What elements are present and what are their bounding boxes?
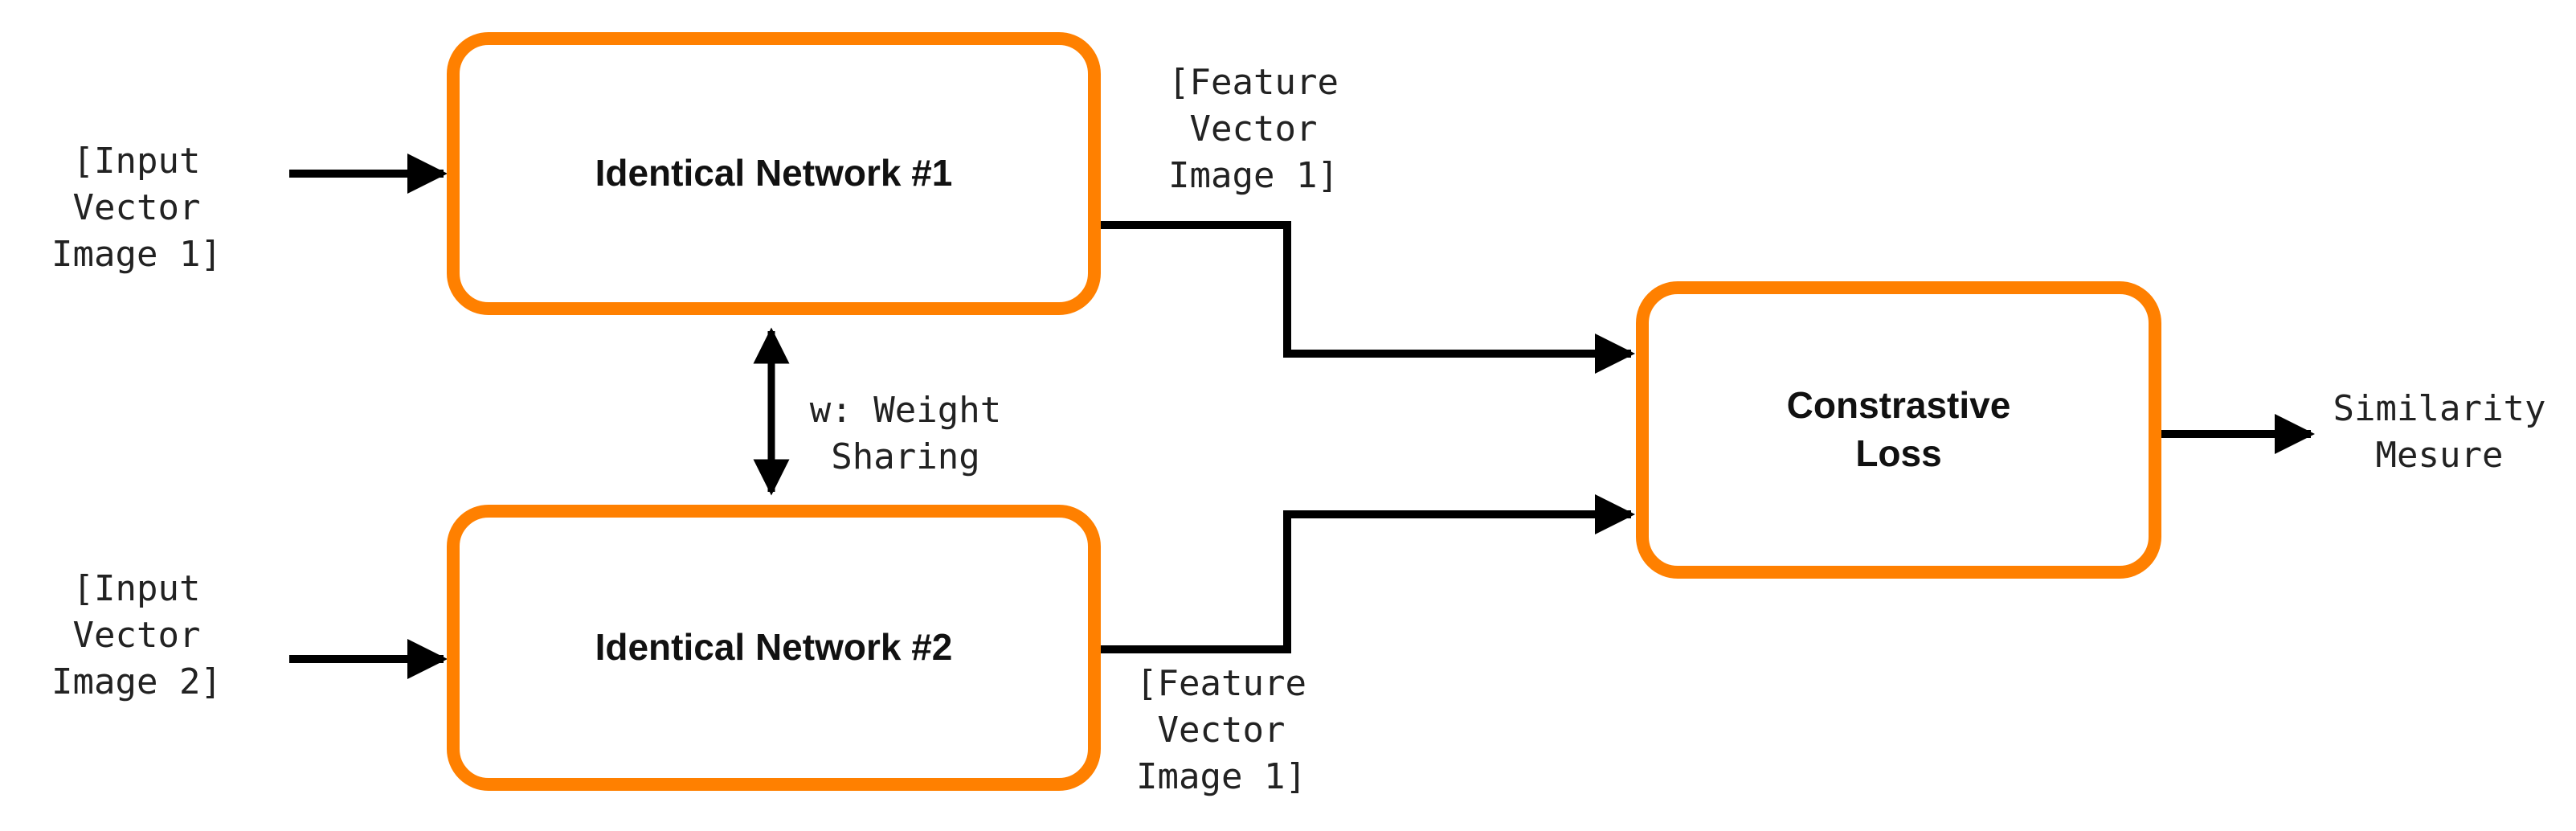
contrastive-loss-node: Constrastive Loss	[1636, 281, 2161, 579]
input-vector-image-1-label: [Input Vector Image 1]	[51, 141, 222, 275]
identical-network-2-node: Identical Network #2	[447, 505, 1101, 791]
similarity-measure-label: Similarity Mesure	[2333, 388, 2546, 476]
identical-network-1-node: Identical Network #1	[447, 32, 1101, 315]
arrow-network2-to-loss	[1101, 494, 1635, 653]
arrow-network1-to-loss	[1101, 221, 1635, 374]
weight-sharing-label: w: Weight Sharing	[809, 390, 1002, 477]
input-vector-image-2-label: [Input Vector Image 2]	[51, 568, 222, 702]
feature-vector-image-2-label: [Feature Vector Image 1]	[1136, 663, 1306, 797]
feature-vector-image-1-label: [Feature Vector Image 1]	[1168, 62, 1339, 196]
